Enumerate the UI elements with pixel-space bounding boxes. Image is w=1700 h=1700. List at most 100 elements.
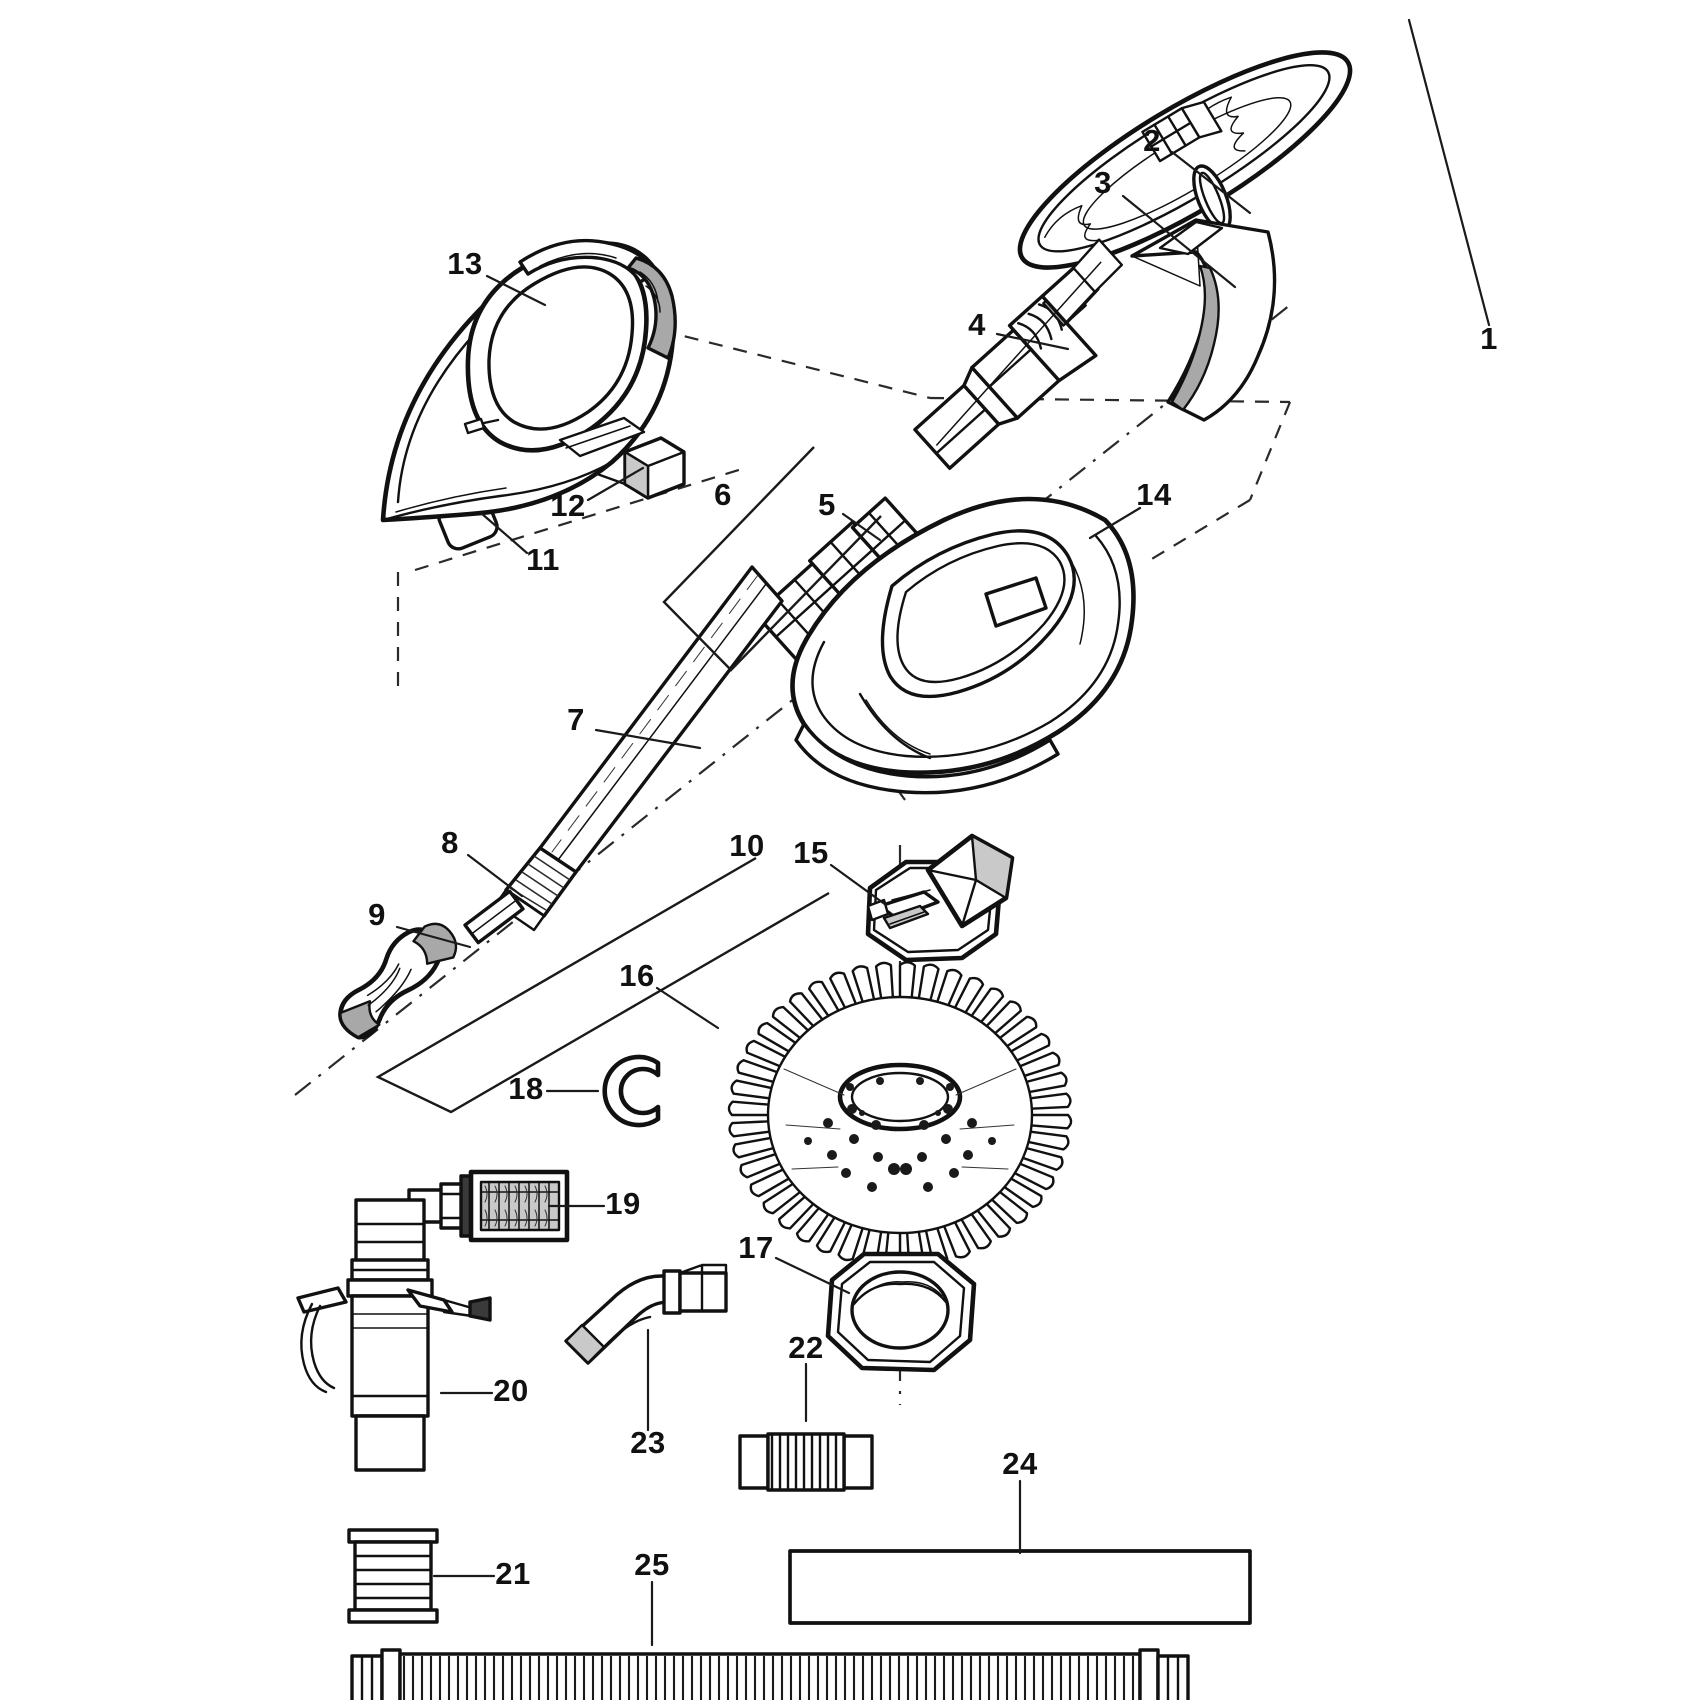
callout-number-14: 14 (1136, 477, 1172, 512)
leader-line-5 (841, 512, 882, 542)
thread-ribs (770, 1432, 838, 1492)
callout-number-13: 13 (447, 246, 482, 281)
part-4-diaphragm-valve-stem (913, 238, 1124, 470)
callout-number-8: 8 (441, 825, 459, 860)
part-14-lower-body-shell (790, 496, 1136, 795)
callout-number-25: 25 (634, 1547, 669, 1582)
part-22-threaded-nipple (738, 1432, 874, 1492)
turbine-fin (736, 1059, 784, 1085)
part-15-drive-pawl-housing (865, 833, 1015, 963)
turbine-fin (986, 1187, 1029, 1225)
part-9-flow-restrictor (338, 922, 458, 1040)
turbine-fin (981, 1000, 1022, 1039)
callout-number-4: 4 (968, 307, 986, 342)
leader-line-11 (479, 511, 529, 555)
leader-line-17 (774, 1256, 851, 1295)
turbine-fin (851, 965, 877, 1009)
turbine-fin (757, 1021, 802, 1056)
turbine-fin (730, 1079, 779, 1101)
turbine-fin (994, 1015, 1038, 1051)
turbine-fin (739, 1151, 787, 1179)
part-24-weir-flap-brush (788, 1549, 1252, 1625)
leader-line-1 (1407, 18, 1491, 327)
turbine-fin (951, 976, 985, 1019)
callout-leader-lines (395, 18, 1491, 1647)
leader-line-15 (829, 863, 888, 907)
turbine-fin (1008, 1160, 1055, 1191)
aux-dash-d (1248, 401, 1292, 501)
turbine-fin (815, 1211, 849, 1254)
part-18-c-clip-retainer (602, 1054, 661, 1128)
leader-line-8 (466, 853, 524, 898)
turbine-fin (829, 971, 860, 1015)
callout-number-11: 11 (526, 542, 560, 577)
leader-line-3 (1121, 194, 1237, 289)
part-20-flow-regulator-valve (296, 1198, 492, 1472)
turbine-fin (749, 1165, 796, 1198)
turbine-fin (1023, 1092, 1072, 1111)
turbine-fin (957, 1208, 992, 1250)
callout-numbers: 1234567891011121314151617181920212223242… (368, 123, 1498, 1591)
part-16-turbine-finned-disc (727, 961, 1073, 1269)
turbine-fin (1016, 1145, 1064, 1171)
turbine-fin (874, 961, 895, 1006)
turbine-fin (788, 992, 828, 1032)
callout-number-6: 6 (714, 477, 732, 512)
leader-line-13 (485, 274, 547, 307)
callout-number-18: 18 (508, 1071, 543, 1106)
turbine-fin (795, 1202, 834, 1243)
leader-line-12 (586, 466, 645, 502)
callout-number-22: 22 (788, 1330, 823, 1365)
callout-number-24: 24 (1002, 1446, 1038, 1481)
callout-number-7: 7 (567, 702, 585, 737)
turbine-fin (808, 980, 843, 1022)
callout-number-1: 1 (1480, 321, 1498, 356)
turbine-fin (745, 1039, 792, 1070)
part-7-extension-tube (494, 565, 784, 932)
part-25-corrugated-vacuum-hose (350, 1648, 1190, 1700)
part-3-shroud-deflector (1130, 218, 1277, 422)
callout-number-20: 20 (493, 1373, 528, 1408)
callout-number-10: 10 (729, 828, 764, 863)
callout-number-2: 2 (1143, 123, 1161, 158)
aux-dash-e (1149, 499, 1251, 561)
turbine-fin (934, 968, 963, 1012)
leader-line-9 (395, 925, 472, 949)
callout-number-3: 3 (1094, 165, 1112, 200)
turbine-fin (1004, 1032, 1051, 1065)
leader-line-14 (1088, 506, 1142, 540)
callout-number-9: 9 (368, 897, 386, 932)
turbine-fin (972, 1198, 1012, 1238)
leader-line-2 (1170, 150, 1252, 215)
part-1-disc-skirt (1017, 50, 1353, 270)
turbine-fin (728, 1119, 777, 1138)
part-17-locking-ring-nut (825, 1251, 977, 1373)
leader-line-7 (594, 728, 702, 750)
callout-number-23: 23 (630, 1425, 665, 1460)
turbine-fin (940, 1215, 971, 1259)
turbine-fin (1013, 1051, 1061, 1079)
turbine-fin (1019, 1071, 1068, 1095)
callout-number-16: 16 (619, 958, 654, 993)
part-19-inline-filter-cartridge (407, 1169, 570, 1243)
turbine-fin (1024, 1113, 1073, 1130)
part-13-upper-body-shell (380, 238, 677, 523)
turbine-fin (732, 1135, 781, 1159)
main-assembly-bracket (375, 856, 830, 1114)
turbine-fin (727, 1100, 776, 1117)
turbine-fin (966, 987, 1005, 1028)
callout-number-15: 15 (793, 835, 828, 870)
filter-mesh-detail (480, 1181, 560, 1231)
part-23-elbow-fitting (564, 1263, 728, 1365)
aux-dash-a (414, 466, 746, 572)
hose-assembly-bracket (662, 446, 882, 672)
turbine-vent-holes (804, 1077, 996, 1192)
callout-number-17: 17 (738, 1230, 773, 1265)
turbine-fin (898, 961, 917, 1005)
turbine-fin (1021, 1129, 1070, 1151)
callout-number-19: 19 (605, 1186, 640, 1221)
turbine-fin (998, 1174, 1043, 1209)
turbine-fin (778, 1191, 819, 1230)
